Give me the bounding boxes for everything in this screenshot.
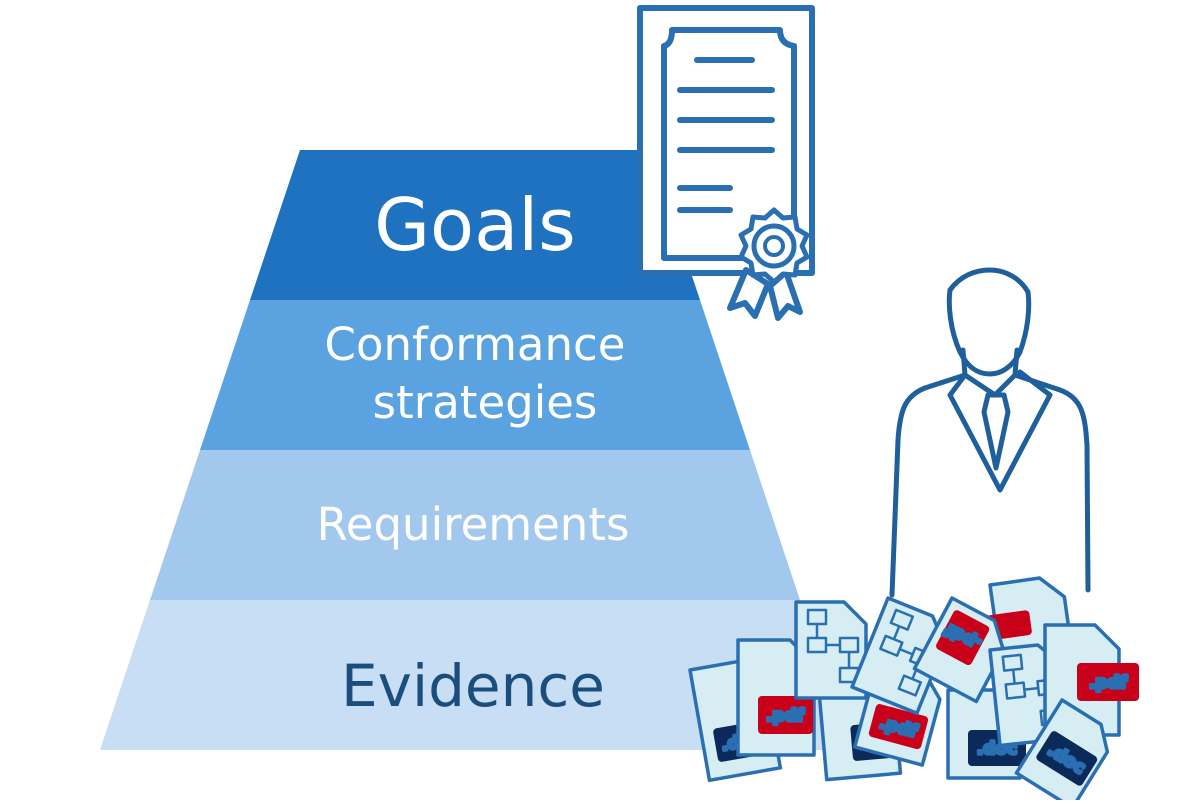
pyramid-level-requirements <box>150 450 800 600</box>
certificate-icon <box>637 5 815 321</box>
conformance-label-line2: strategies <box>373 376 598 429</box>
pyramid-level-goals <box>250 150 700 300</box>
pyramid: Goals Conformance strategies Requirement… <box>100 150 850 750</box>
document-pdf-3: .pdf <box>912 596 1006 704</box>
evidence-label: Evidence <box>341 652 605 720</box>
pyramid-level-evidence <box>100 600 850 750</box>
conformance-label-line1: Conformance <box>325 318 626 371</box>
pyramid-level-conformance <box>200 300 750 450</box>
document-pile-icon: .doc .pdf .doc .doc <box>688 576 1139 804</box>
requirements-label: Requirements <box>317 498 630 551</box>
pdf-tag-4: .pdf <box>1089 673 1128 693</box>
pdf-tag-1: .pdf <box>766 706 805 726</box>
businessman-icon <box>889 267 1091 598</box>
document-doc-4: .doc <box>1014 698 1110 804</box>
goals-label: Goals <box>374 183 575 267</box>
